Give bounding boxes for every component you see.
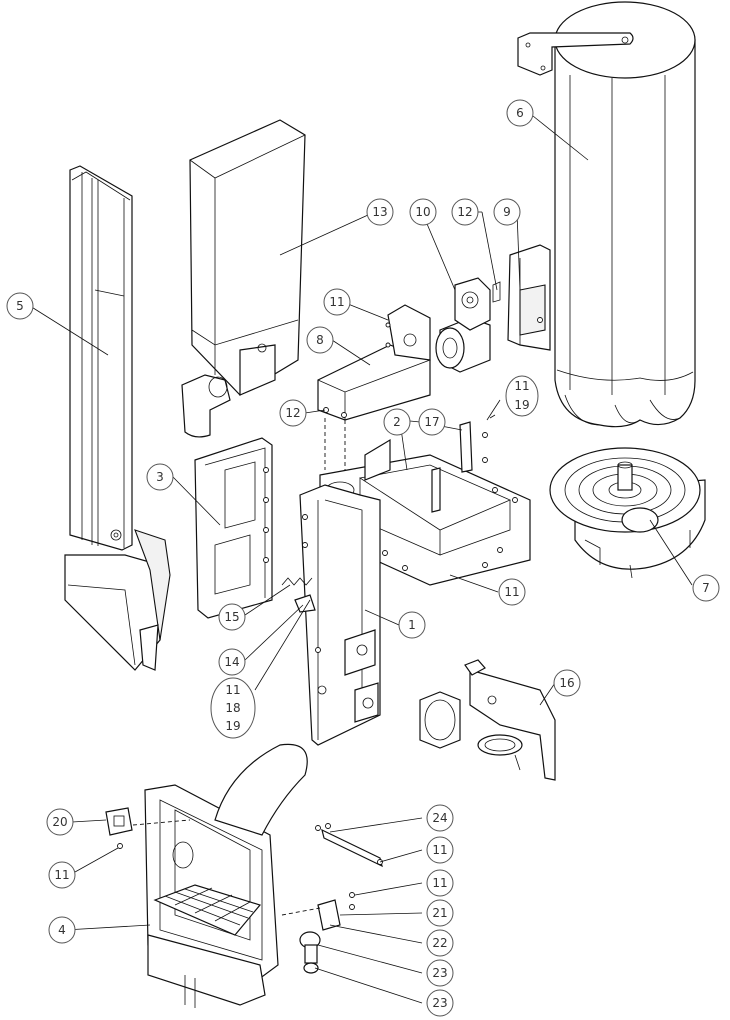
callout-3: 3 — [146, 463, 174, 491]
callout-14-label: 14 — [224, 655, 239, 669]
callout-11-19: 11 19 — [505, 375, 539, 417]
part-cover-8 — [317, 304, 431, 475]
callout-16: 16 — [553, 669, 581, 697]
part-bracket-20 — [105, 807, 133, 849]
leader-lines — [29, 115, 693, 1004]
callout-24: 24 — [426, 804, 454, 832]
callout-20: 20 — [46, 808, 74, 836]
callout-11-18-19-top: 11 — [225, 683, 240, 697]
callout-7: 7 — [692, 574, 720, 602]
callout-11-18-19: 11 18 19 — [210, 677, 256, 739]
part-column-5 — [64, 165, 171, 671]
callout-12b-label: 12 — [285, 406, 300, 420]
callout-17-label: 17 — [424, 415, 439, 429]
part-base-7 — [549, 447, 706, 579]
callout-11a-label: 11 — [329, 295, 344, 309]
part-bracket-9 — [492, 244, 551, 351]
callout-9: 9 — [493, 198, 521, 226]
callout-10: 10 — [409, 198, 437, 226]
callout-2: 2 — [383, 408, 411, 436]
callout-11-18-19-middle: 18 — [225, 701, 240, 715]
callout-23b-label: 23 — [432, 996, 447, 1010]
callout-12a-label: 12 — [457, 205, 472, 219]
callout-5-label: 5 — [16, 299, 24, 313]
part-motor-10 — [435, 277, 491, 373]
callout-3-label: 3 — [156, 470, 164, 484]
callout-15-label: 15 — [224, 610, 239, 624]
callout-21: 21 — [426, 899, 454, 927]
callout-11-19-bottom: 19 — [514, 398, 529, 412]
callout-12b: 12 — [279, 399, 307, 427]
callout-6: 6 — [506, 99, 534, 127]
callout-1-label: 1 — [408, 618, 416, 632]
callout-7-label: 7 — [702, 581, 710, 595]
callout-8-label: 8 — [316, 333, 324, 347]
callout-11d: 11 — [426, 836, 454, 864]
callout-22: 22 — [426, 929, 454, 957]
part-hopper-13 — [181, 119, 306, 438]
callout-10-label: 10 — [415, 205, 430, 219]
callout-11-18-19-bottom: 19 — [225, 719, 240, 733]
callout-22-label: 22 — [432, 936, 447, 950]
callout-14: 14 — [218, 648, 246, 676]
callout-11e-label: 11 — [432, 876, 447, 890]
callout-11e: 11 — [426, 869, 454, 897]
callout-2-label: 2 — [393, 415, 401, 429]
part-valve-16 — [419, 659, 556, 781]
callout-12a: 12 — [451, 198, 479, 226]
callout-8: 8 — [306, 326, 334, 354]
part-plate-3 — [194, 437, 273, 619]
callout-23a-label: 23 — [432, 966, 447, 980]
callout-11b: 11 — [498, 578, 526, 606]
part-canister-6 — [517, 1, 696, 428]
callout-11-19-top: 11 — [514, 379, 529, 393]
callout-13: 13 — [366, 198, 394, 226]
part-main-column-1 — [281, 484, 381, 746]
callout-20-label: 20 — [52, 815, 67, 829]
callout-15: 15 — [218, 603, 246, 631]
callout-21-label: 21 — [432, 906, 447, 920]
callout-23a: 23 — [426, 959, 454, 987]
callout-11a: 11 — [323, 288, 351, 316]
callout-11c: 11 — [48, 861, 76, 889]
callout-1: 1 — [398, 611, 426, 639]
callout-17: 17 — [418, 408, 446, 436]
part-strip-17 — [459, 414, 496, 473]
callout-5: 5 — [6, 292, 34, 320]
callout-4-label: 4 — [58, 923, 66, 937]
callout-16-label: 16 — [559, 676, 574, 690]
callout-9-label: 9 — [503, 205, 511, 219]
part-housing-4 — [132, 743, 308, 1008]
callout-13-label: 13 — [372, 205, 387, 219]
callout-24-label: 24 — [432, 811, 447, 825]
part-hardware-21-24 — [281, 823, 383, 974]
callout-6-label: 6 — [516, 106, 524, 120]
callout-23b: 23 — [426, 989, 454, 1017]
callout-11b-label: 11 — [504, 585, 519, 599]
callout-11d-label: 11 — [432, 843, 447, 857]
callout-11c-label: 11 — [54, 868, 69, 882]
callout-4: 4 — [48, 916, 76, 944]
